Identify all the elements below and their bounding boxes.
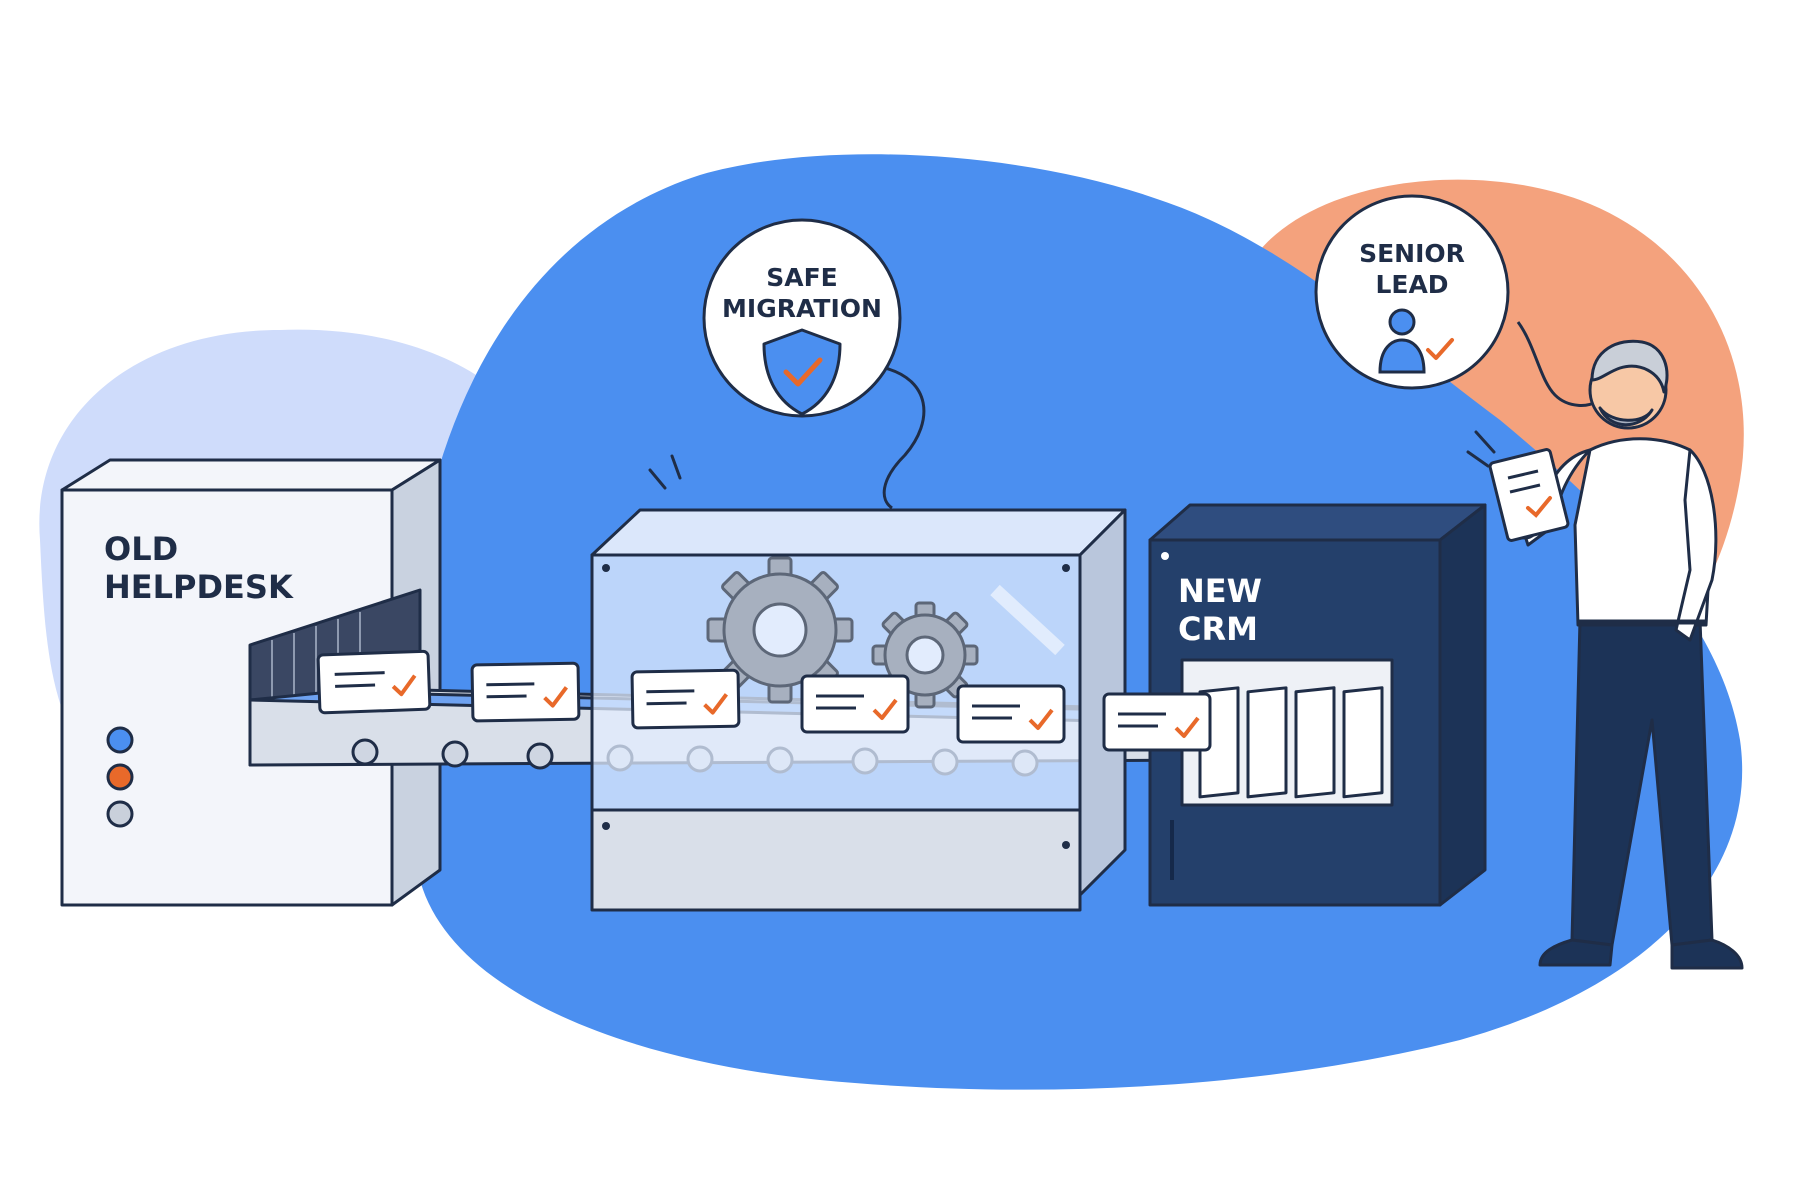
ticket-cards [316,649,1212,752]
ticket-card [800,674,910,734]
senior-lead-label-line1: SENIOR [1359,239,1465,268]
ticket-card [316,649,432,715]
safe-migration-badge: SAFE MIGRATION [702,218,902,418]
user-check-icon [1378,308,1454,374]
gear-icon [706,556,854,704]
ticket-card [470,661,581,723]
badge-connector [882,366,926,510]
spark-lines [648,454,682,490]
status-light-blue [106,726,134,754]
new-crm-label-line1: NEW [1178,572,1262,610]
old-helpdesk-label-line1: OLD [104,530,178,568]
ticket-card [956,684,1066,744]
ticket-card [630,668,741,730]
safe-migration-label-line1: SAFE [766,263,838,292]
ticket-card [1102,692,1212,752]
old-helpdesk-label-line2: HELPDESK [104,568,294,606]
status-lights [106,726,134,828]
new-crm-label-line2: CRM [1178,610,1258,648]
senior-lead-label-line2: LEAD [1375,270,1448,299]
status-light-gray [106,800,134,828]
senior-lead-badge: SENIOR LEAD [1314,194,1510,390]
status-light-orange [106,763,134,791]
shield-check-icon [762,328,842,416]
attention-lines [1466,430,1496,468]
ticket-card-in-hand [1488,448,1570,542]
lead-badge-connector [1516,321,1600,407]
processing-machine [590,508,1127,912]
safe-migration-label-line2: MIGRATION [722,294,882,323]
